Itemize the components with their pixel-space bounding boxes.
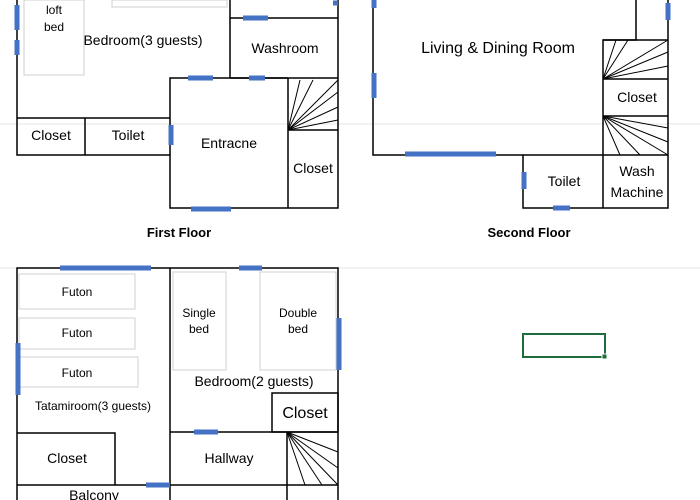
- selected-cell-fill-handle[interactable]: [601, 353, 608, 360]
- hallway-label: Hallway: [204, 450, 253, 466]
- loft-bed-label-line1: loft: [46, 3, 63, 17]
- single-bed-label-line1: Single: [182, 306, 216, 320]
- loft-bed-outline: [23, 0, 85, 76]
- closet-first-right-label: Closet: [293, 160, 333, 176]
- futon-2-outline: [18, 317, 136, 350]
- third-floor-furniture: [18, 271, 337, 388]
- selected-cell[interactable]: [522, 333, 606, 358]
- futon-2-label: Futon: [62, 326, 93, 340]
- closet-second-label: Closet: [617, 89, 657, 105]
- bedroom-3-guests-label: Bedroom(3 guests): [83, 32, 202, 48]
- wash-machine-label-line1: Wash: [619, 163, 654, 179]
- bedroom-shelf-outline: [111, 0, 228, 8]
- bedroom-2-guests-label: Bedroom(2 guests): [194, 373, 313, 389]
- first-floor-caption: First Floor: [147, 225, 211, 240]
- futon-1-outline: [18, 273, 136, 310]
- living-dining-label: Living & Dining Room: [421, 40, 575, 57]
- tatami-closet-wall: [17, 432, 116, 485]
- wash-machine-label-line2: Machine: [611, 184, 664, 200]
- entrance-label: Entracne: [201, 135, 257, 151]
- single-bed-label-line2: bed: [189, 322, 209, 336]
- futon-3-label: Futon: [62, 366, 93, 380]
- washroom-label: Washroom: [251, 40, 318, 56]
- spreadsheet-gridlines: [0, 123, 700, 269]
- third-floor-stairs: [286, 431, 339, 486]
- toilet-second-label: Toilet: [548, 173, 581, 189]
- single-bed-outline: [172, 271, 227, 371]
- tatami-room-label: Tatamiroom(3 guests): [35, 399, 151, 413]
- loft-bed-label-line2: bed: [44, 20, 64, 34]
- double-bed-label-line2: bed: [288, 322, 308, 336]
- second-floor-stairs: [602, 39, 669, 156]
- second-floor-plan: [372, 0, 669, 209]
- double-bed-outline: [259, 271, 337, 371]
- closet-first-left-label: Closet: [31, 127, 71, 143]
- washroom-wall: [229, 0, 338, 19]
- futon-1-label: Futon: [62, 285, 93, 299]
- balcony-label: Balcony: [69, 487, 119, 500]
- small-closet-label: Closet: [282, 405, 328, 422]
- second-floor-windows: [371, 0, 671, 211]
- first-floor-outer-wall: [16, 0, 339, 209]
- first-floor-stairs: [287, 79, 339, 131]
- small-closet-box: [271, 392, 339, 433]
- second-floor-outer-wall: [372, 0, 669, 209]
- first-floor-windows: [14, 0, 338, 212]
- double-bed-label-line1: Double: [279, 306, 317, 320]
- tatami-closet-label: Closet: [47, 450, 87, 466]
- third-floor-windows: [15, 265, 342, 488]
- toilet-first-label: Toilet: [112, 127, 145, 143]
- second-floor-caption: Second Floor: [487, 225, 570, 240]
